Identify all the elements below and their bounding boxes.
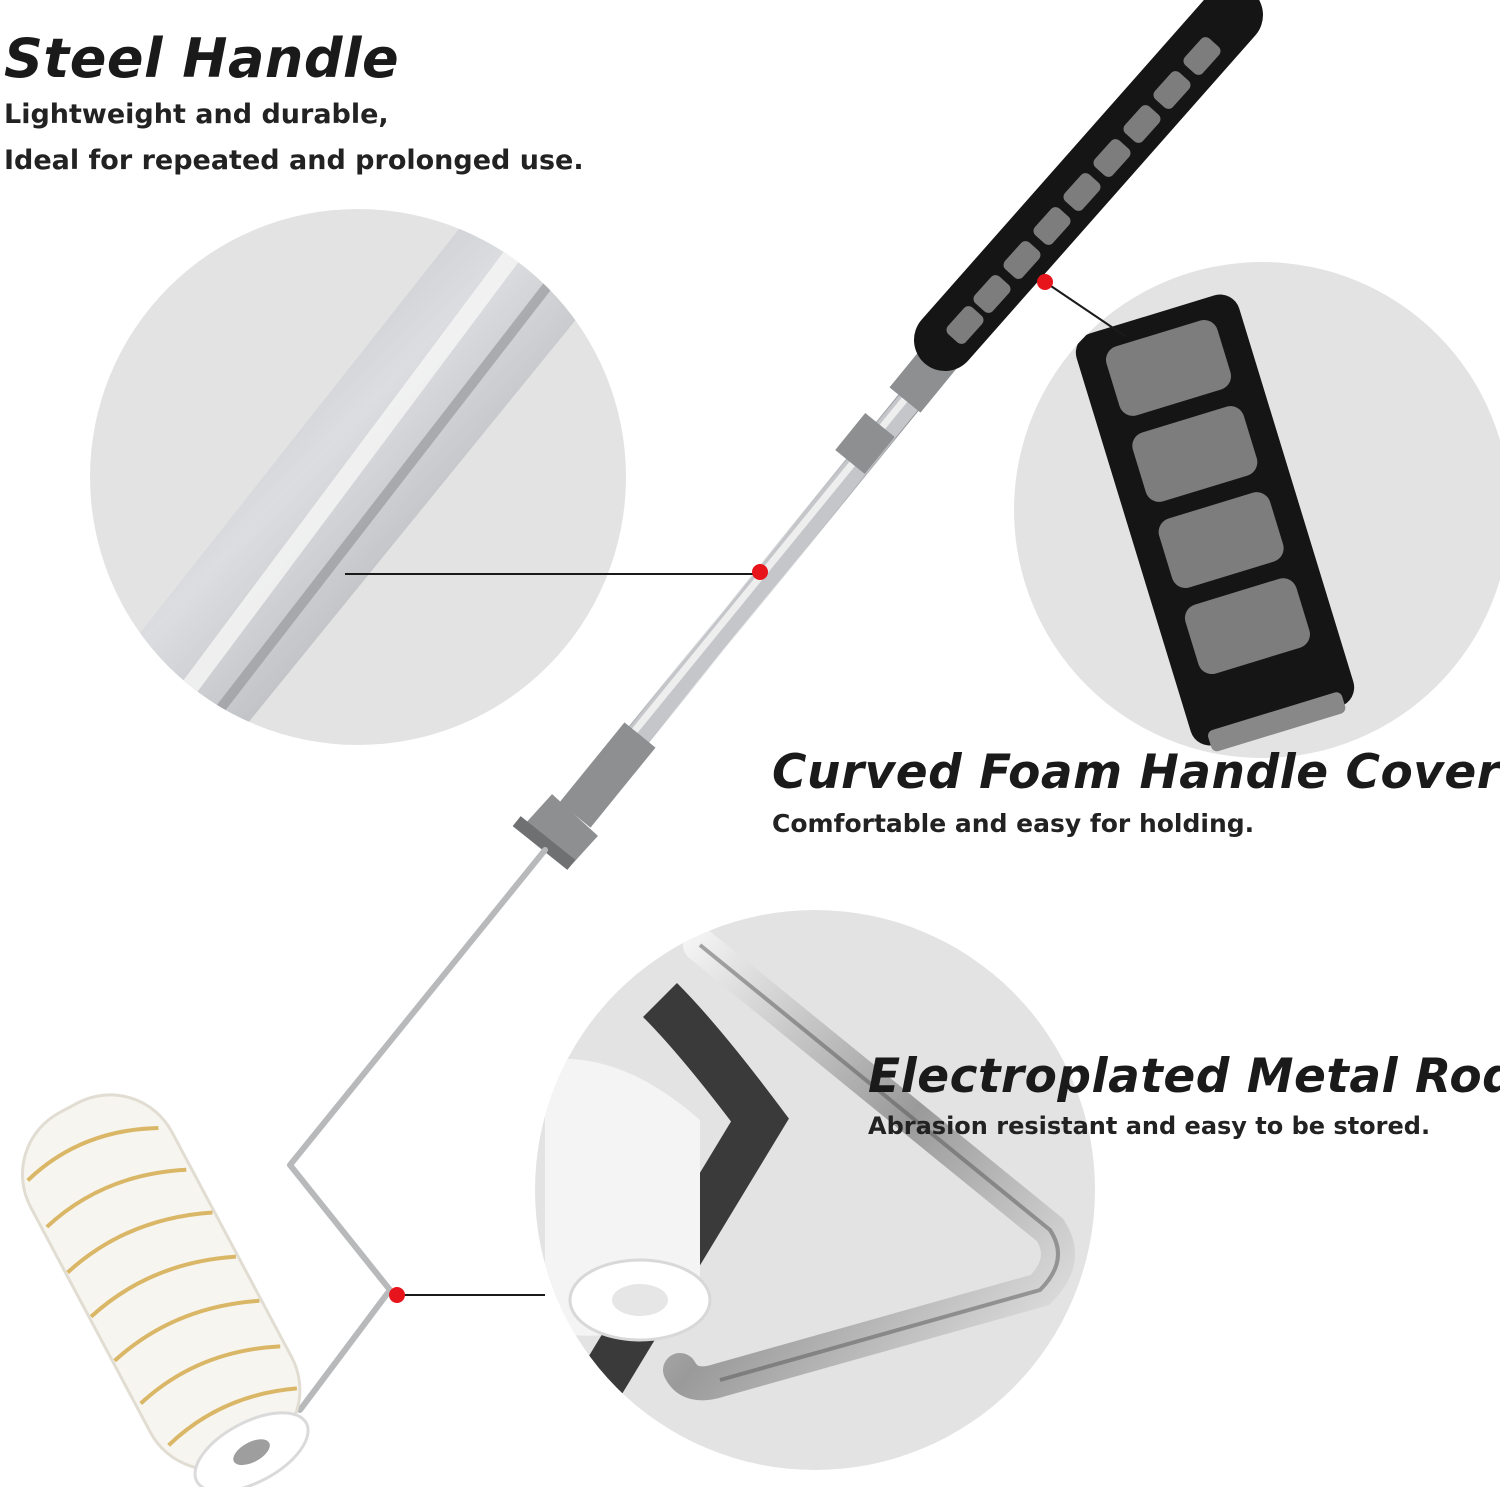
foam-cover-line-1: Comfortable and easy for holding. (772, 809, 1255, 838)
foam-cover-title: Curved Foam Handle Cover (772, 745, 1500, 800)
metal-rod-callout: Electroplated Metal Rod Abrasion resista… (868, 1046, 1500, 1144)
extension-pole (512, 0, 1263, 870)
foam-cover-closeup (1014, 262, 1500, 758)
foam-cover-callout: Curved Foam Handle Cover Comfortable and… (772, 742, 1500, 844)
steel-handle-line-1: Lightweight and durable, (4, 99, 389, 130)
steel-handle-marker (752, 564, 768, 580)
steel-handle-title: Steel Handle (4, 27, 400, 90)
steel-handle-line-2: Ideal for repeated and prolonged use. (4, 145, 584, 176)
foam-cover-marker (1037, 274, 1053, 290)
metal-rod-line-1: Abrasion resistant and easy to be stored… (868, 1112, 1431, 1140)
steel-handle-callout: Steel Handle Lightweight and durable, Id… (4, 26, 584, 184)
metal-rod-closeup (535, 910, 1095, 1470)
roller-cover (20, 1093, 310, 1487)
metal-rod-marker (389, 1287, 405, 1303)
roller-frame (287, 847, 548, 1413)
steel-handle-closeup (90, 209, 626, 745)
callout-leaders (345, 281, 1126, 1296)
metal-rod-title: Electroplated Metal Rod (868, 1049, 1500, 1104)
